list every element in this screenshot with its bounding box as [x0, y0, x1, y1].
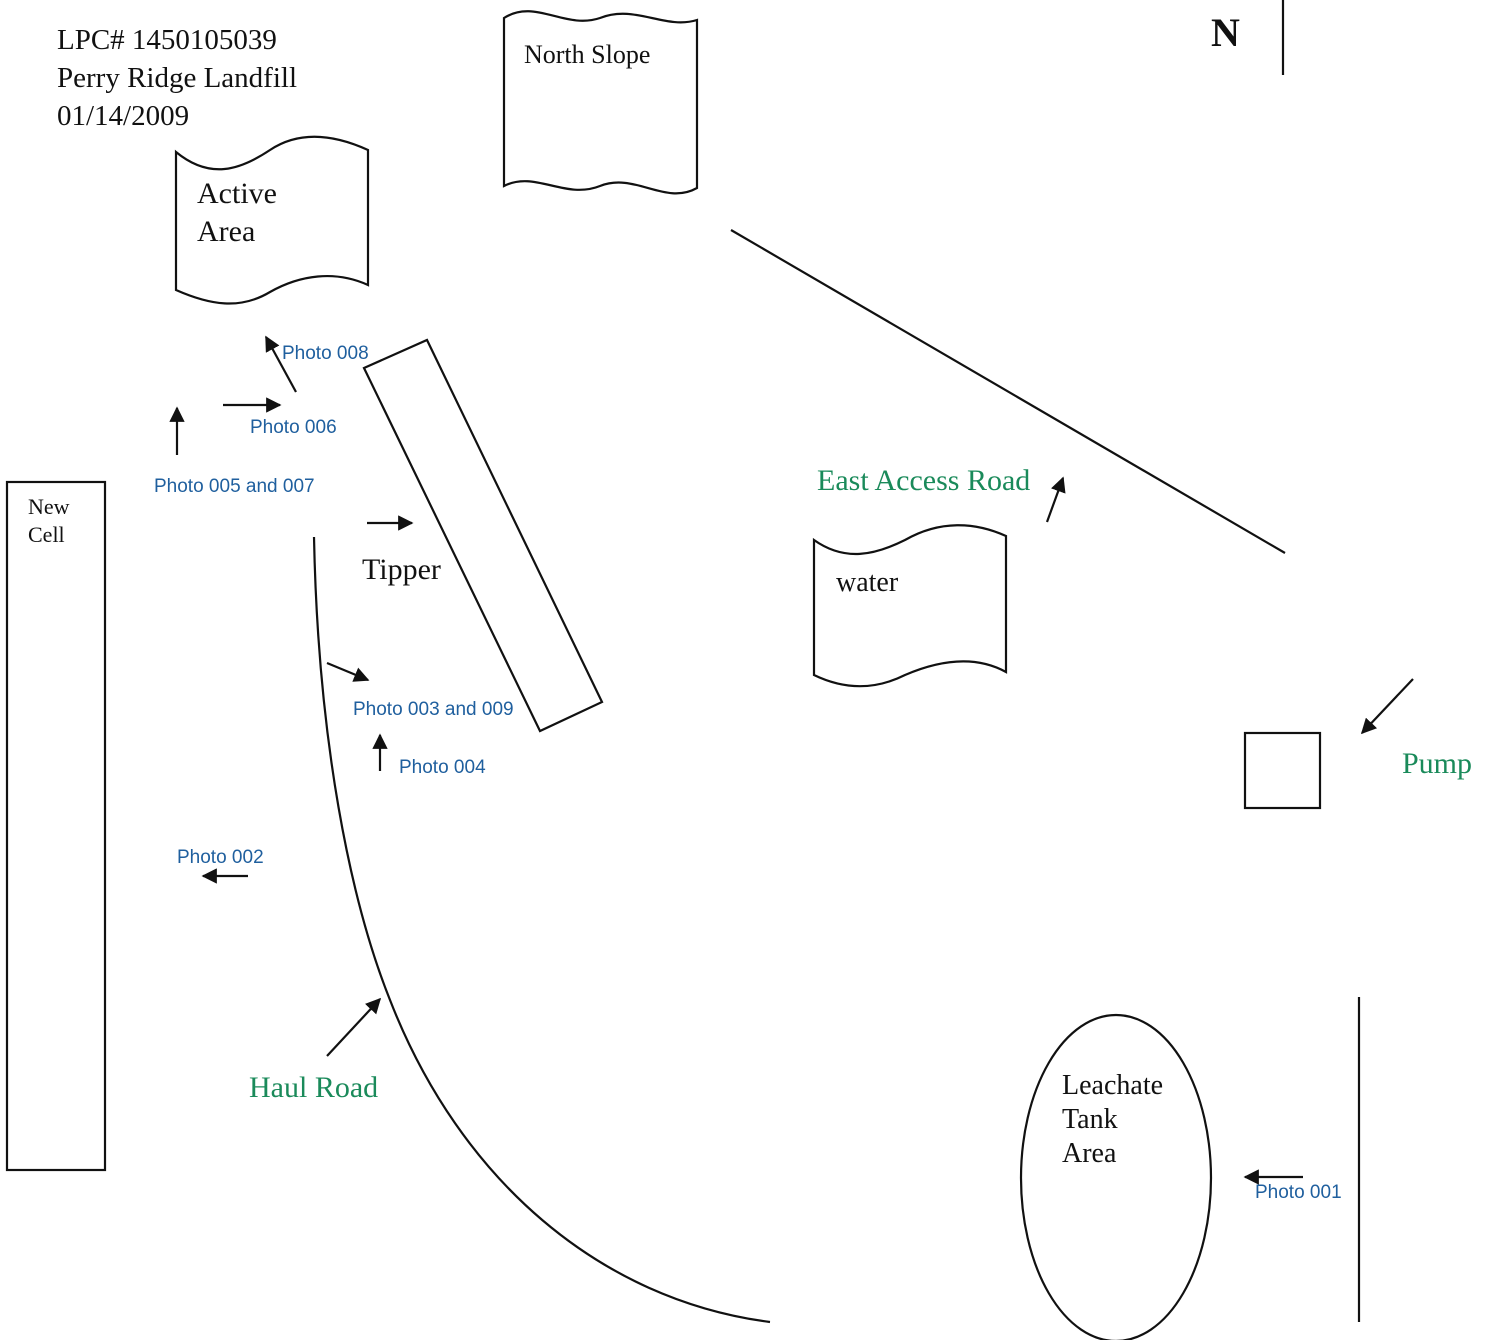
- north-label: N: [1211, 10, 1240, 55]
- photo-002-label: Photo 002: [177, 847, 264, 868]
- north-slope-label: North Slope: [524, 40, 651, 69]
- water-shape: [812, 524, 1008, 688]
- leachate-tank-shape: [1019, 1013, 1213, 1340]
- pump-shape: [1243, 731, 1322, 810]
- leachate-tank-label: Leachate Tank Area: [1062, 1070, 1164, 1169]
- new-cell-label: New Cell: [28, 494, 70, 547]
- photo-004-label: Photo 004: [399, 757, 486, 778]
- lpc-number: LPC# 1450105039: [57, 24, 277, 56]
- east-access-road-label: East Access Road: [817, 464, 1031, 497]
- active-area-label: Active Area: [197, 177, 277, 248]
- water-label: water: [836, 567, 899, 598]
- arrow-photo-003-009: [326, 661, 370, 682]
- arrow-photo-008: [265, 335, 297, 393]
- active-area-shape: [174, 135, 370, 305]
- tipper-label: Tipper: [362, 553, 441, 586]
- new-cell-shape: [5, 480, 107, 1172]
- photo-005-007-label: Photo 005 and 007: [154, 476, 315, 497]
- arrow-east-access-road: [1045, 476, 1066, 523]
- pump-label: Pump: [1402, 747, 1473, 780]
- north-slope-shape: [502, 10, 699, 195]
- photo-003-009-label: Photo 003 and 009: [353, 699, 514, 720]
- map-date: 01/14/2009: [57, 100, 190, 132]
- arrow-pump: [1360, 678, 1414, 735]
- photo-006-label: Photo 006: [250, 417, 337, 438]
- haul-road-label: Haul Road: [249, 1071, 379, 1104]
- photo-001-label: Photo 001: [1255, 1182, 1342, 1203]
- site-name: Perry Ridge Landfill: [57, 62, 298, 94]
- haul-road-curve: [312, 536, 771, 1324]
- arrow-haul-road: [326, 997, 382, 1057]
- boundary-line: [730, 229, 1286, 554]
- photo-008-label: Photo 008: [282, 343, 369, 364]
- tipper-shape: [362, 338, 604, 733]
